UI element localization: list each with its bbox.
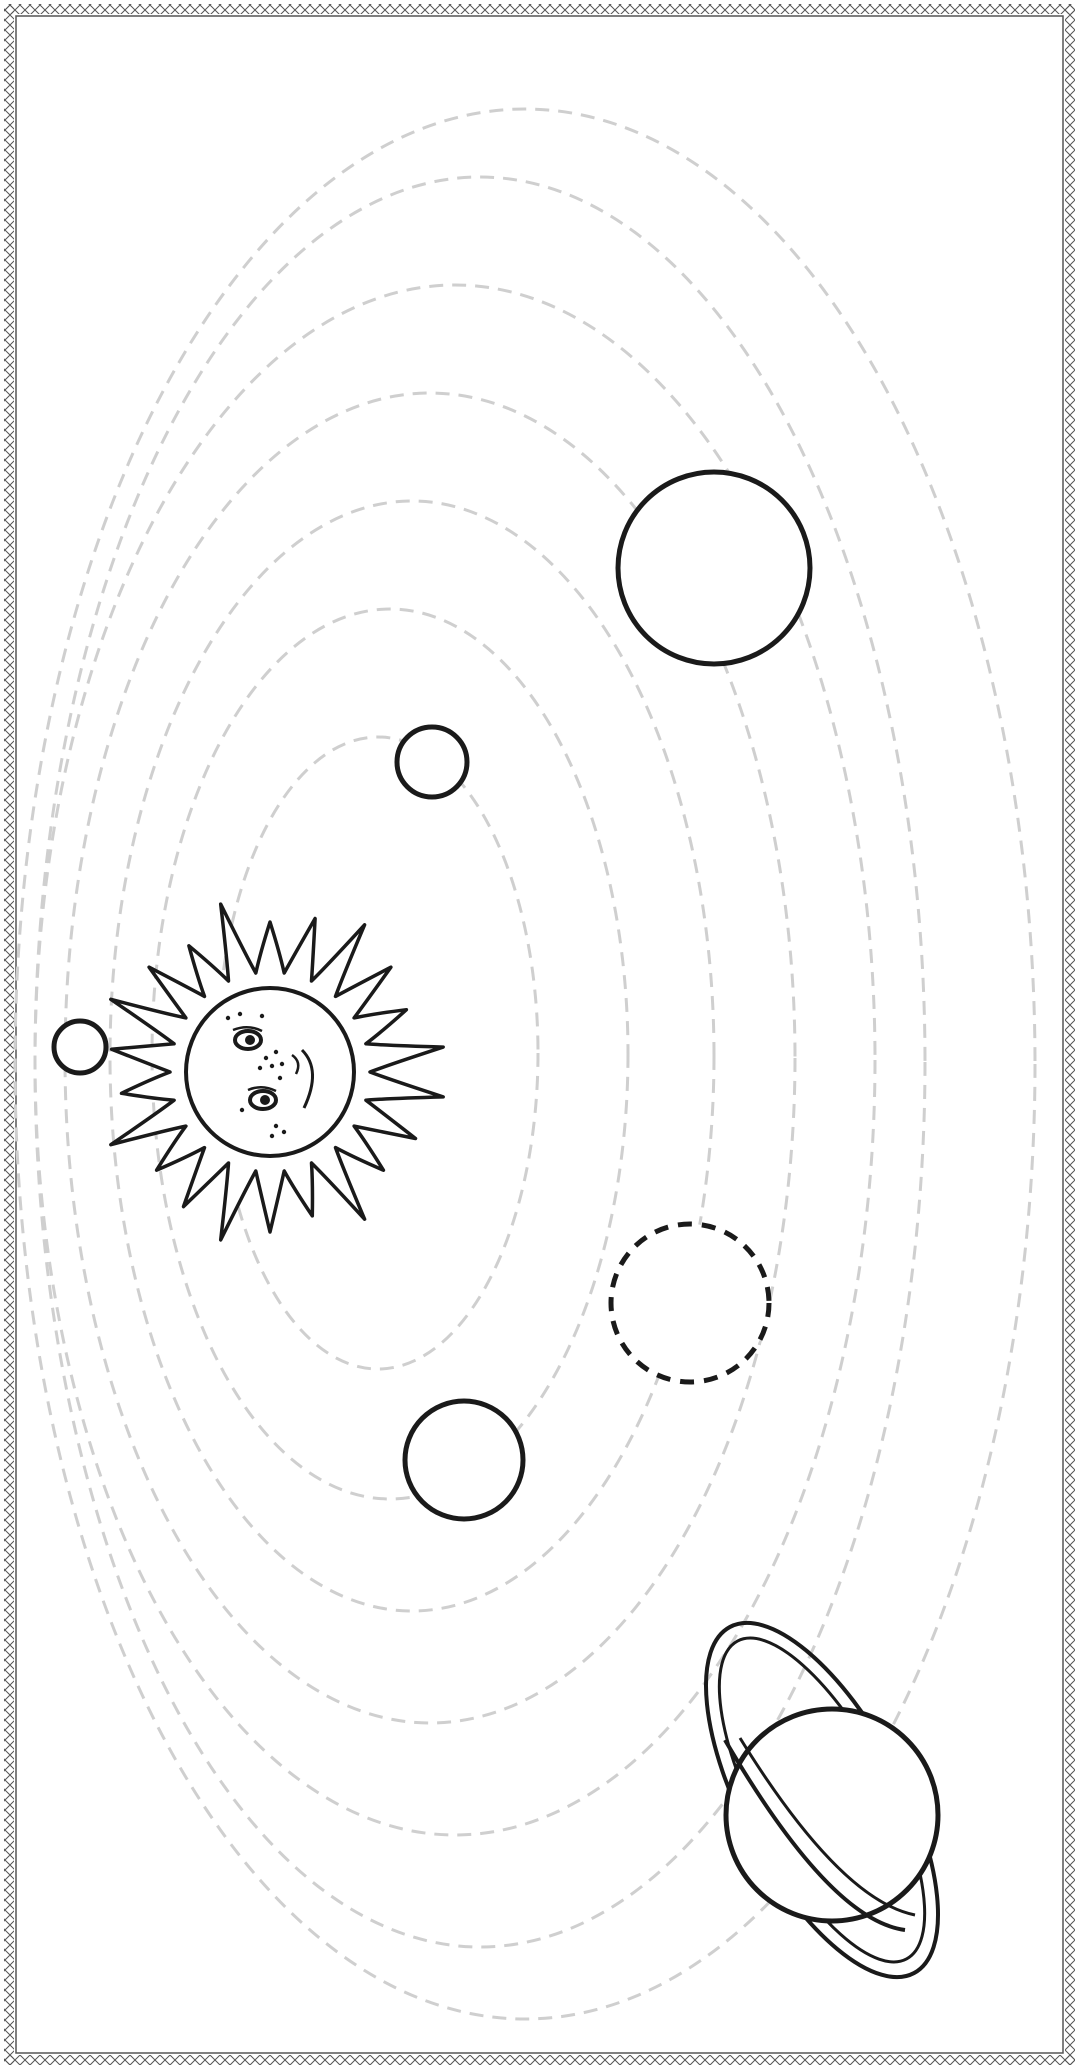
small-planet-icon <box>54 1021 106 1073</box>
ringed-planet-icon <box>659 1589 984 2010</box>
large-planet-icon <box>618 472 810 664</box>
dashed-planet-icon <box>611 1224 769 1382</box>
small-planet-icon <box>397 727 467 797</box>
small-planet-icon <box>405 1401 523 1519</box>
sun-face <box>186 988 354 1156</box>
smiling-sun-icon <box>111 904 443 1240</box>
